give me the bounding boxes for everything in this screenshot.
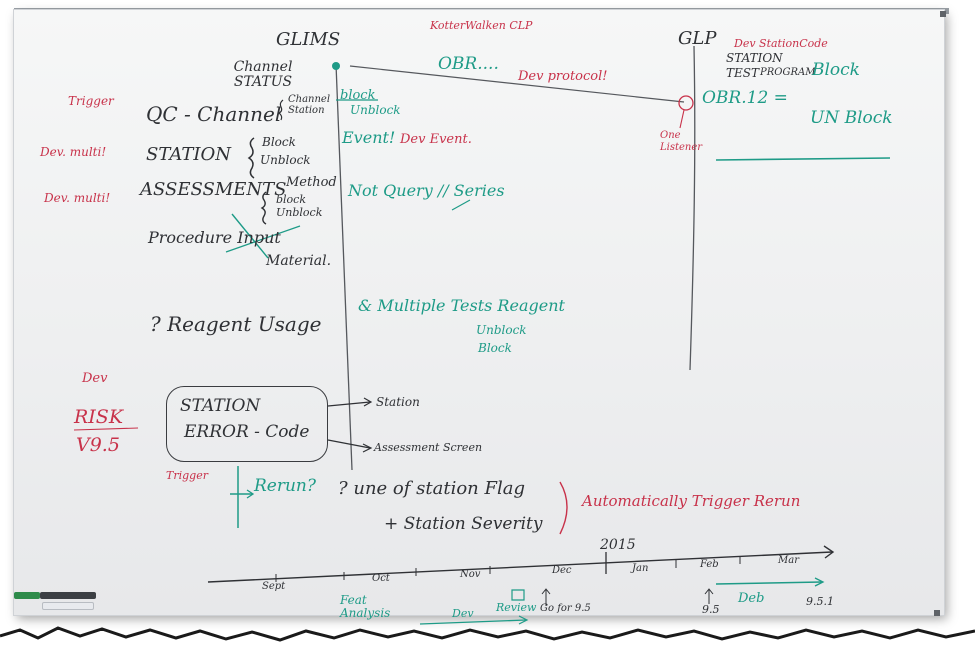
margin-risk: RISK bbox=[74, 406, 124, 428]
red-bracket bbox=[559, 481, 568, 535]
auto-trigger-label: Automatically Trigger Rerun bbox=[582, 492, 801, 510]
series-slash bbox=[451, 199, 471, 211]
qc-brace bbox=[277, 99, 284, 121]
deb-label: Deb bbox=[738, 591, 765, 606]
reagent-usage-label: ? Reagent Usage bbox=[150, 312, 322, 336]
feat-analysis-label: Feat Analysis bbox=[340, 593, 391, 620]
obr-circle bbox=[678, 95, 694, 111]
glims-dot bbox=[332, 62, 340, 70]
black-marker bbox=[40, 592, 96, 599]
obr-line bbox=[349, 65, 685, 103]
station-error-box bbox=[166, 386, 328, 462]
marker-tray bbox=[14, 588, 100, 618]
station-arrow-line bbox=[327, 401, 371, 407]
eraser bbox=[42, 602, 94, 610]
material-label: Material. bbox=[266, 253, 332, 269]
test-label: TEST bbox=[726, 66, 759, 80]
station-arrow-label: Station bbox=[376, 395, 420, 409]
margin-dev-multi-2: Dev. multi! bbox=[44, 191, 111, 205]
deploy-arrow bbox=[715, 581, 823, 585]
procedure-strike2 bbox=[225, 225, 301, 253]
glp-vertical-line bbox=[689, 45, 696, 371]
risk-underline bbox=[73, 427, 139, 431]
station-unblock-label: Unblock bbox=[260, 153, 311, 167]
assess-block-label: block bbox=[276, 193, 307, 206]
margin-trigger-2: Trigger bbox=[166, 469, 208, 482]
rerun-label: Rerun? bbox=[254, 476, 316, 496]
right-station-label: STATION bbox=[726, 51, 783, 65]
margin-trigger-1: Trigger bbox=[68, 94, 114, 108]
one-of-station-flag-label: ? une of station Flag bbox=[338, 478, 525, 499]
dev-protocol-label: Dev protocol! bbox=[518, 69, 608, 84]
station-block-label: Block bbox=[262, 135, 296, 149]
procedure-input-label: Procedure Input bbox=[148, 228, 281, 247]
dev-arrow bbox=[419, 619, 527, 625]
station-brace bbox=[247, 137, 255, 179]
qc-channel-label: QC - Channel bbox=[146, 102, 282, 126]
margin-dev: Dev bbox=[82, 371, 108, 386]
method-label: Method bbox=[286, 175, 337, 190]
corner-screw-br bbox=[934, 610, 940, 616]
one-listener-label: One Listener bbox=[660, 130, 703, 153]
channel-status-label: Channel STATUS bbox=[233, 59, 293, 90]
timeline-month-7: Mar bbox=[778, 555, 799, 566]
right-green-underline bbox=[715, 157, 891, 161]
v951-label: 9.5.1 bbox=[806, 595, 834, 608]
whiteboard bbox=[14, 10, 944, 615]
glp-label: GLP bbox=[678, 28, 717, 49]
timeline-month-4: Dec bbox=[552, 565, 572, 576]
one-listener-arrow bbox=[679, 109, 685, 129]
margin-dev-multi-1: Dev. multi! bbox=[40, 145, 107, 159]
v95-label: 9.5 bbox=[702, 603, 720, 616]
assessments-label: ASSESSMENTS bbox=[140, 179, 287, 200]
qc-block-label: block bbox=[340, 88, 376, 103]
go-for-label: Go for 9.5 bbox=[540, 603, 591, 614]
assessment-screen-label: Assessment Screen bbox=[374, 441, 483, 454]
timeline-year: 2015 bbox=[600, 537, 636, 553]
dev-event-label: Dev Event. bbox=[400, 132, 472, 147]
event-label: Event! bbox=[342, 128, 396, 147]
qc-brace-label: Channel Station bbox=[288, 94, 331, 116]
not-query-label: Not Query // Series bbox=[348, 181, 505, 200]
green-marker bbox=[14, 592, 40, 599]
assessment-brace bbox=[260, 191, 267, 225]
timeline-month-6: Feb bbox=[700, 559, 719, 570]
program-label: PROGRAM bbox=[760, 67, 816, 78]
station-error-line2: ERROR - Code bbox=[184, 422, 310, 442]
torn-edge bbox=[0, 626, 975, 665]
timeline-month-2: Oct bbox=[372, 573, 390, 584]
multiple-block-label: Block bbox=[478, 341, 512, 355]
qc-unblock-label: Unblock bbox=[350, 103, 401, 117]
timeline-axis bbox=[207, 551, 833, 583]
timeline-month-3: Nov bbox=[460, 569, 481, 580]
procedure-strike bbox=[231, 213, 269, 259]
review-mark bbox=[511, 589, 525, 601]
multiple-unblock-label: Unblock bbox=[476, 323, 527, 337]
timeline-month-5: Jan bbox=[632, 563, 649, 574]
right-unblock-label: UN Block bbox=[810, 108, 893, 128]
glims-vertical-line bbox=[335, 63, 353, 471]
assess-unblock-label: Unblock bbox=[276, 206, 323, 219]
station-severity-label: + Station Severity bbox=[384, 514, 543, 534]
station-error-line1: STATION bbox=[180, 396, 261, 416]
timeline-month-1: Sept bbox=[262, 581, 286, 592]
margin-version: V9.5 bbox=[76, 434, 120, 456]
assessment-arrow-line bbox=[327, 439, 371, 449]
right-block-label: Block bbox=[812, 60, 860, 80]
timeline-review-label: Review bbox=[496, 601, 537, 614]
timeline-dev-label: Dev bbox=[452, 607, 474, 620]
station-label: STATION bbox=[146, 144, 231, 165]
obr12-label: OBR.12 = bbox=[702, 88, 788, 108]
obr-label: OBR.... bbox=[438, 54, 499, 74]
glims-label: GLIMS bbox=[276, 29, 341, 50]
multiple-tests-label: & Multiple Tests Reagent bbox=[358, 296, 565, 315]
corner-screw-tr bbox=[940, 11, 946, 17]
top-note: KotterWalken CLP bbox=[430, 19, 533, 32]
dev-station-code-label: Dev StationCode bbox=[734, 37, 828, 50]
